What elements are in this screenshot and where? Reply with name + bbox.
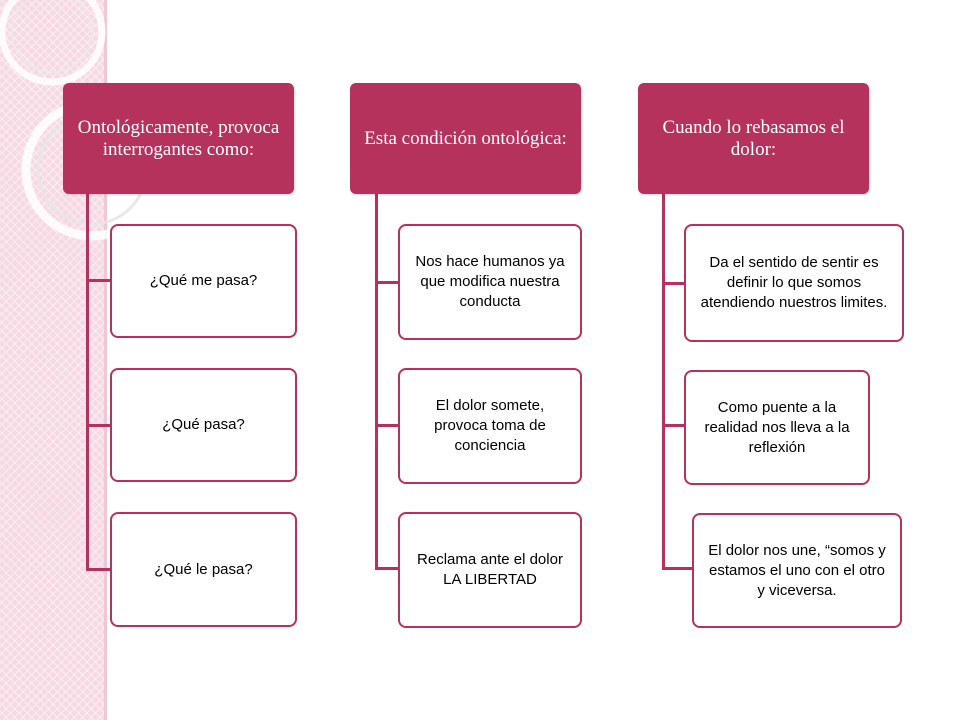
- column-1-header: Ontológicamente, provoca interrogantes c…: [63, 83, 294, 194]
- col1-vertical-connector: [86, 193, 89, 571]
- col2-branch-3: [375, 567, 400, 570]
- col3-branch-2: [662, 424, 686, 427]
- col1-branch-2: [86, 424, 112, 427]
- column-3-item-2: Como puente a la realidad nos lleva a la…: [684, 370, 870, 485]
- column-2-item-3: Reclama ante el dolor LA LIBERTAD: [398, 512, 582, 628]
- col2-vertical-connector: [375, 193, 378, 569]
- col3-branch-1: [662, 282, 686, 285]
- col1-branch-1: [86, 279, 112, 282]
- column-1-item-3: ¿Qué le pasa?: [110, 512, 297, 627]
- col2-branch-2: [375, 424, 400, 427]
- col2-branch-1: [375, 281, 400, 284]
- column-2-header: Esta condición ontológica:: [350, 83, 581, 194]
- col3-branch-3: [662, 567, 694, 570]
- col3-vertical-connector: [662, 193, 665, 570]
- column-1-item-1: ¿Qué me pasa?: [110, 224, 297, 338]
- column-3-header: Cuando lo rebasamos el dolor:: [638, 83, 869, 194]
- col1-branch-3: [86, 568, 112, 571]
- column-2-item-1: Nos hace humanos ya que modifica nuestra…: [398, 224, 582, 340]
- column-2-item-2: El dolor somete, provoca toma de concien…: [398, 368, 582, 484]
- column-3-item-3: El dolor nos une, “somos y estamos el un…: [692, 513, 902, 628]
- column-3-item-1: Da el sentido de sentir es definir lo qu…: [684, 224, 904, 342]
- column-1-item-2: ¿Qué pasa?: [110, 368, 297, 482]
